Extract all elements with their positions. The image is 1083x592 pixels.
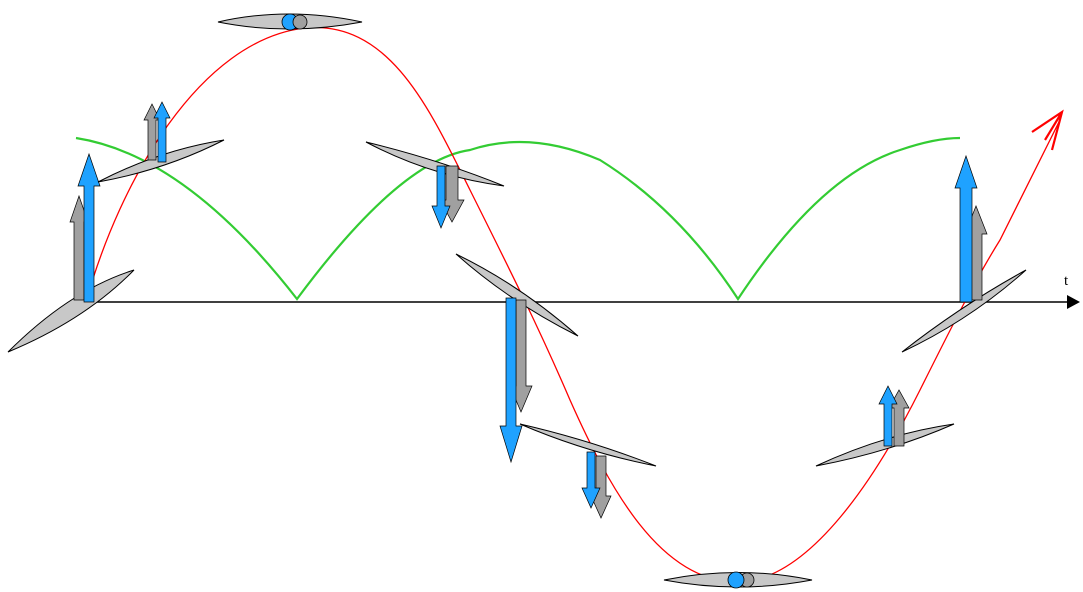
- speed-curve: [75, 136, 961, 302]
- lift-arrow-up: [153, 101, 171, 163]
- wing-section: [7, 269, 135, 353]
- position-curve: [85, 26, 1061, 583]
- lift-arrow-up: [878, 385, 898, 447]
- lift-arrow-up: [77, 152, 101, 303]
- wing-section: [663, 571, 813, 589]
- wing-pivot: [292, 14, 308, 30]
- lift-arrow-up: [954, 154, 978, 303]
- time-axis-arrowhead: [1067, 295, 1080, 309]
- lift-arrow-down: [431, 165, 451, 229]
- position-curve-arrowhead: [1031, 109, 1064, 151]
- wing-section: [217, 13, 363, 31]
- wing-pivot: [727, 571, 745, 589]
- wing-section: [365, 141, 505, 187]
- lift-arrow-down: [581, 451, 601, 509]
- wing-section: [901, 269, 1027, 353]
- time-axis-label: t: [1064, 273, 1069, 289]
- wing-section: [519, 423, 657, 467]
- lift-arrow-down: [499, 297, 523, 464]
- wing-section: [455, 253, 579, 337]
